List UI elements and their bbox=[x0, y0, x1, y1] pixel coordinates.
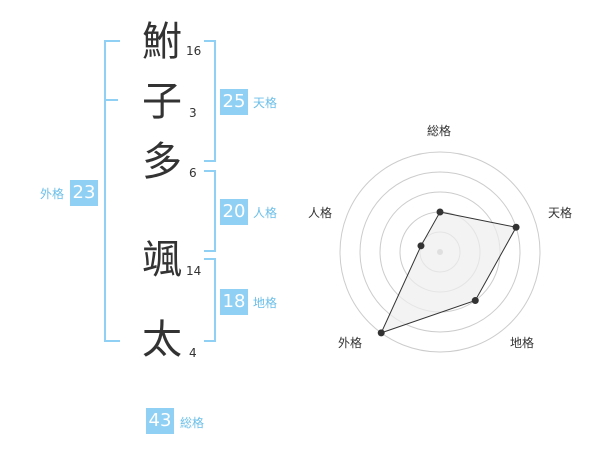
tenkaku-bracket bbox=[204, 40, 216, 162]
gaikaku-score: 23 bbox=[70, 180, 98, 206]
chikaku-score: 18 bbox=[220, 289, 248, 315]
radar-point bbox=[377, 329, 385, 337]
jinkaku-label: 人格 bbox=[253, 206, 278, 220]
chikaku-bracket bbox=[204, 258, 216, 342]
name-char-4: 颯 bbox=[142, 237, 182, 283]
jinkaku-bracket bbox=[204, 170, 216, 252]
name-char-5: 太 bbox=[142, 317, 182, 363]
stroke-count-2: 3 bbox=[189, 106, 197, 120]
stroke-count-3: 6 bbox=[189, 166, 197, 180]
gaikaku-bracket bbox=[104, 40, 120, 342]
radar-axis-label: 総格 bbox=[427, 124, 452, 138]
stroke-count-1: 16 bbox=[186, 44, 202, 58]
chikaku-label: 地格 bbox=[253, 296, 278, 310]
radar-polygon bbox=[380, 211, 517, 334]
stroke-count-5: 4 bbox=[189, 346, 197, 360]
radar-point bbox=[512, 223, 520, 231]
name-char-3: 多 bbox=[142, 139, 182, 185]
radar-axis-label: 外格 bbox=[338, 336, 363, 350]
name-char-2: 子 bbox=[142, 79, 182, 125]
gaikaku-bracket-tick bbox=[104, 99, 118, 101]
radar-point bbox=[471, 297, 479, 305]
radar-ring bbox=[359, 171, 521, 333]
stroke-count-4: 14 bbox=[186, 264, 202, 278]
radar-point bbox=[436, 208, 444, 216]
jinkaku-score: 20 bbox=[220, 199, 248, 225]
tenkaku-label: 天格 bbox=[253, 96, 278, 110]
name-char-1: 鮒 bbox=[142, 19, 182, 65]
radar-axis-label: 天格 bbox=[548, 206, 573, 220]
soukaku-score: 43 bbox=[146, 408, 174, 434]
tenkaku-score: 25 bbox=[220, 89, 248, 115]
radar-point bbox=[417, 242, 425, 250]
radar-axis-label: 地格 bbox=[510, 336, 535, 350]
radar-axis-label: 人格 bbox=[308, 206, 333, 220]
soukaku-label: 総格 bbox=[180, 416, 205, 430]
gaikaku-label: 外格 bbox=[40, 187, 65, 201]
radar-ring bbox=[339, 151, 541, 353]
